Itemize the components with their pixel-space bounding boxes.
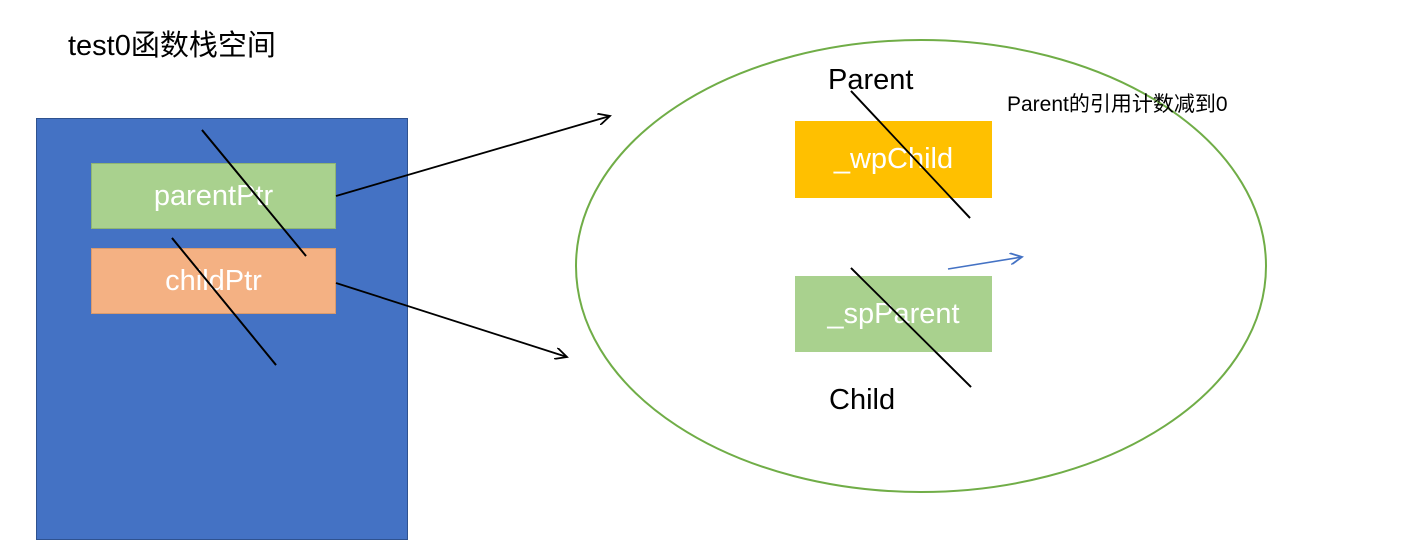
child-ptr-label: childPtr — [165, 264, 262, 297]
sp-parent-label: _spParent — [827, 297, 960, 330]
parent-ptr-label: parentPtr — [153, 179, 274, 212]
page-title: test0函数栈空间 — [68, 30, 276, 62]
wp-child-label: _wpChild — [833, 143, 954, 175]
parent-object-label: Parent — [828, 64, 914, 96]
refcount-note: Parent的引用计数减到0 — [1007, 93, 1228, 116]
sp-parent-box: _spParent — [795, 276, 992, 352]
arrow-blue — [947, 257, 1022, 270]
child-ptr-box: childPtr — [91, 248, 336, 314]
parent-ptr-box: parentPtr — [91, 163, 336, 229]
child-object-label: Child — [829, 384, 896, 416]
wp-child-box: _wpChild — [795, 121, 992, 198]
